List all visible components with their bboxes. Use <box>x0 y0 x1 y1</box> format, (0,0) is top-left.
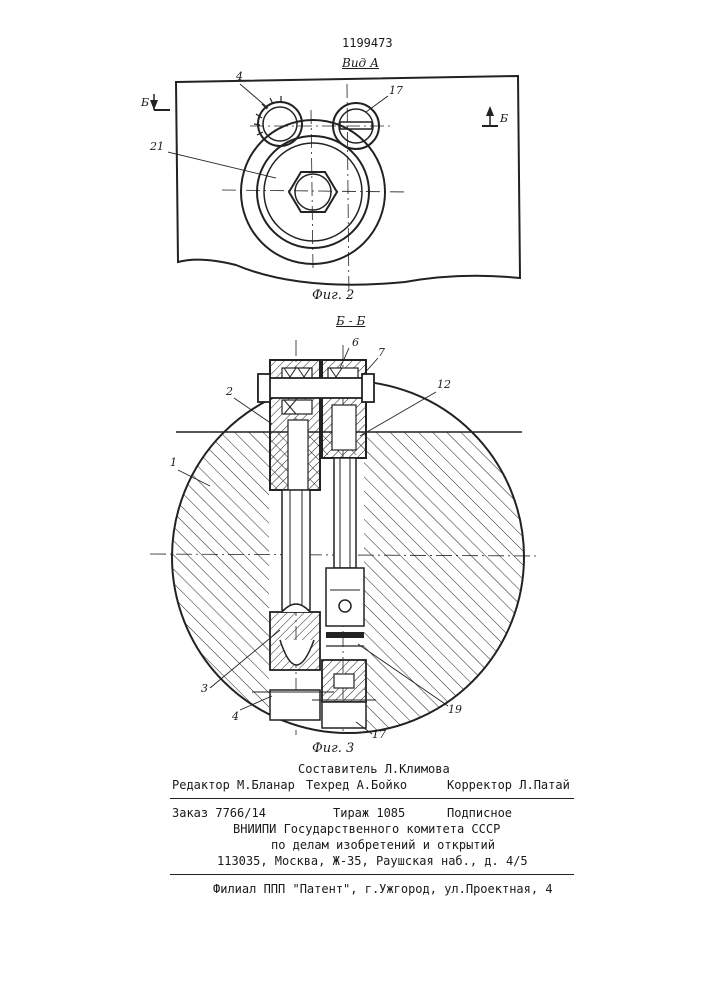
imprint-compiler: Составитель Л.Климова <box>298 762 450 776</box>
callout-17-fig2: 17 <box>389 84 403 97</box>
imprint-circulation: Тираж 1085 <box>333 806 405 820</box>
pin-7 <box>258 378 372 398</box>
hex-nut <box>289 172 337 212</box>
callout-17-fig3: 17 <box>372 728 386 741</box>
imprint-divider-top <box>170 798 574 799</box>
figure-3-drawing <box>0 320 707 750</box>
callout-21-fig2: 21 <box>150 140 164 153</box>
imprint-editor: Редактор М.Бланар <box>172 778 295 792</box>
small-gear-4 <box>258 102 302 146</box>
fig3-caption: Фиг. 3 <box>312 741 354 756</box>
imprint-address: 113035, Москва, Ж-35, Раушская наб., д. … <box>217 854 528 868</box>
imprint-subscription: Подписное <box>447 806 512 820</box>
callout-4-fig3: 4 <box>232 710 239 723</box>
imprint-techred: Техред А.Бойко <box>306 778 407 792</box>
fig2-caption: Фиг. 2 <box>312 288 354 303</box>
callout-3: 3 <box>201 682 208 695</box>
section-mark-b-right: Б <box>500 112 508 125</box>
callout-12: 12 <box>437 378 451 391</box>
imprint-corrector: Корректор Л.Патай <box>447 778 570 792</box>
imprint-divider-bottom <box>170 874 574 875</box>
callout-2: 2 <box>226 385 233 398</box>
callout-4-fig2: 4 <box>236 70 243 83</box>
callout-6: 6 <box>352 336 359 349</box>
imprint-branch: Филиал ППП "Патент", г.Ужгород, ул.Проек… <box>213 882 553 896</box>
figure-2-drawing <box>0 0 707 310</box>
callout-7: 7 <box>378 346 385 359</box>
section-mark-b-left: Б <box>141 96 149 109</box>
callout-1: 1 <box>170 456 177 469</box>
imprint-institute: ВНИИПИ Государственного комитета СССР <box>233 822 500 836</box>
imprint-committee: по делам изобретений и открытий <box>271 838 495 852</box>
spring-19 <box>326 632 364 638</box>
imprint-order: Заказ 7766/14 <box>172 806 266 820</box>
callout-19: 19 <box>448 703 462 716</box>
